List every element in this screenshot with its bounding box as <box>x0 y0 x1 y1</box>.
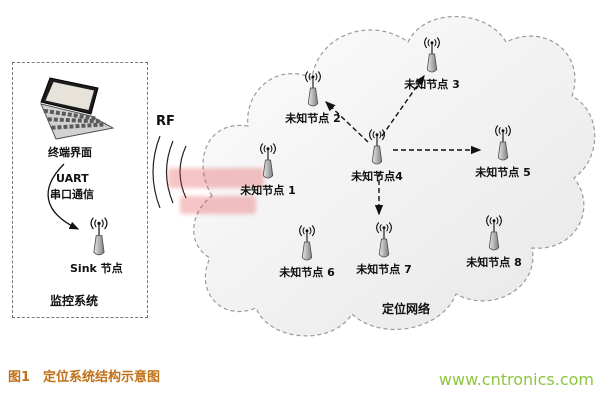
node-1: 未知节点 1 <box>218 140 318 198</box>
node-label: 未知节点 6 <box>279 266 335 279</box>
uart-label-line2: 串口通信 <box>50 188 94 201</box>
node-label: 未知节点4 <box>351 170 403 183</box>
node-label: 未知节点 5 <box>475 166 531 179</box>
antenna-icon <box>419 34 445 74</box>
node-label: 未知节点 8 <box>466 256 522 269</box>
node-4: 未知节点4 <box>327 126 427 184</box>
watermark <box>168 168 264 188</box>
rf-waves-icon <box>152 135 187 209</box>
node-label: 未知节点 1 <box>240 184 296 197</box>
arrow-node4-node2 <box>324 101 369 143</box>
monitoring-system-box <box>12 62 148 318</box>
positioning-network-label: 定位网络 <box>382 302 431 316</box>
watermark <box>180 196 256 214</box>
node-label: 未知节点 3 <box>404 78 460 91</box>
node-7: 未知节点 7 <box>334 219 434 277</box>
antenna-icon <box>481 212 507 252</box>
footer-url: www.cntronics.com <box>438 370 594 389</box>
node-2: 未知节点 2 <box>263 68 363 126</box>
sink-node-label: Sink 节点 <box>70 262 123 275</box>
antenna-icon <box>255 140 281 180</box>
antenna-icon <box>300 68 326 108</box>
antenna-icon <box>364 126 390 166</box>
node-label: 未知节点 2 <box>285 112 341 125</box>
network-cloud <box>193 15 596 337</box>
node-5: 未知节点 5 <box>453 122 553 180</box>
figure-caption: 图1 定位系统结构示意图 <box>8 370 161 385</box>
node-6: 未知节点 6 <box>257 222 357 280</box>
antenna-icon <box>371 219 397 259</box>
uart-label-line1: UART <box>56 172 89 185</box>
laptop-icon <box>40 77 115 140</box>
sink-antenna-icon <box>85 214 113 257</box>
link-arrows <box>324 74 482 216</box>
node-3: 未知节点 3 <box>382 34 482 92</box>
rf-label: RF <box>156 114 175 129</box>
node-label: 未知节点 7 <box>356 263 412 276</box>
antenna-icon <box>294 222 320 262</box>
antenna-icon <box>490 122 516 162</box>
node-8: 未知节点 8 <box>444 212 544 270</box>
monitoring-system-label: 监控系统 <box>50 294 99 308</box>
uart-arrow <box>47 163 80 230</box>
arrow-node4-node3 <box>381 74 425 137</box>
terminal-label: 终端界面 <box>48 146 92 159</box>
